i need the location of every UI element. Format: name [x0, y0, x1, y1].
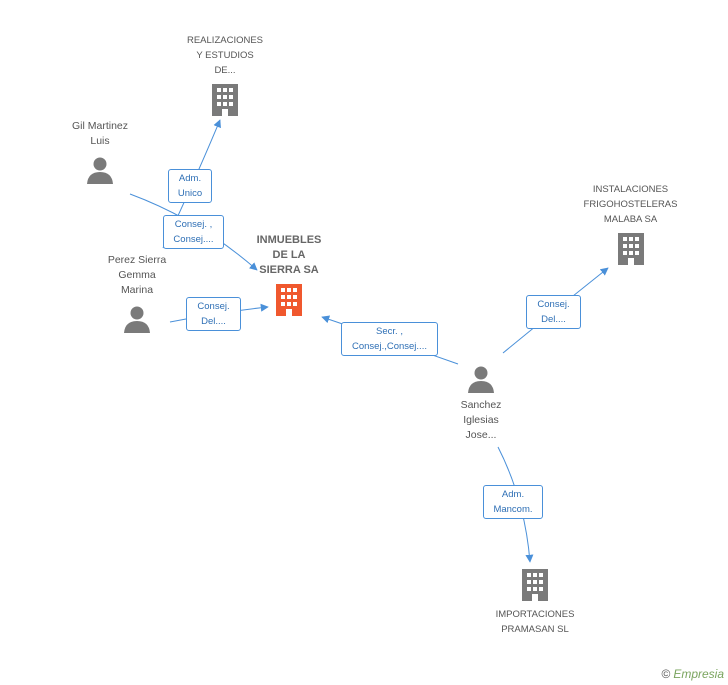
edge-label-line: Del.... [201, 316, 226, 327]
company-node-realizaciones[interactable]: REALIZACIONES Y ESTUDIOS DE... [170, 33, 280, 118]
company-name-line: PRAMASAN SL [501, 624, 569, 635]
empresia-brand: ©Empresia [661, 667, 724, 681]
person-node-sanchez[interactable]: Sanchez Iglesias Jose... [436, 364, 526, 443]
person-icon [468, 366, 494, 393]
company-name-line: FRIGOHOSTELERAS [583, 199, 678, 210]
edge-label-adm-mancom[interactable]: Adm. Mancom. [483, 485, 543, 519]
edge-label-consej-perez[interactable]: Consej. Del.... [186, 297, 241, 331]
edge-label-line: Consej. , [174, 219, 213, 230]
main-company-name-line: DE LA [272, 249, 306, 261]
edge-label-line: Adm. [501, 489, 525, 500]
company-name-line: MALABA SA [603, 214, 658, 225]
person-name-line: Sanchez [460, 399, 502, 411]
person-name-line: Marina [120, 284, 154, 296]
edge-label-line: Unico [177, 188, 203, 199]
person-name-line: Gil Martinez [71, 120, 128, 132]
person-node-perez[interactable]: Perez Sierra Gemma Marina [92, 253, 182, 334]
building-icon [212, 84, 238, 116]
building-icon [617, 233, 644, 265]
edge-label-adm-unico[interactable]: Adm. Unico [168, 169, 212, 203]
person-name-line: Jose... [465, 429, 497, 441]
edge-label-line: Del.... [541, 314, 566, 325]
company-name-line: DE... [214, 65, 236, 76]
company-node-inmuebles-main[interactable]: INMUEBLES DE LA SIERRA SA [243, 233, 335, 318]
edge-label-secr-sanchez[interactable]: Secr. , Consej.,Consej.... [341, 322, 438, 356]
copyright-symbol: © [661, 667, 671, 681]
edge-label-line: Secr. , [376, 326, 403, 337]
company-name-line: REALIZACIONES [186, 35, 264, 46]
edge-label-line: Consej.,Consej.... [352, 341, 427, 352]
person-icon [87, 157, 113, 184]
company-name-line: Y ESTUDIOS [196, 50, 254, 61]
person-node-gil[interactable]: Gil Martinez Luis [55, 119, 145, 185]
company-name-line: INSTALACIONES [592, 184, 669, 195]
person-icon [124, 306, 150, 333]
company-node-importaciones[interactable]: IMPORTACIONES PRAMASAN SL [475, 567, 595, 637]
building-icon [276, 284, 302, 316]
main-company-name-line: SIERRA SA [259, 264, 319, 276]
edge-label-line: Consej. [537, 299, 570, 310]
person-name-line: Luis [90, 135, 110, 147]
edge-label-consej-sanchez[interactable]: Consej. Del.... [526, 295, 581, 329]
company-node-instalaciones[interactable]: INSTALACIONES FRIGOHOSTELERAS MALABA SA [563, 182, 698, 267]
person-name-line: Iglesias [463, 414, 499, 426]
edge-label-line: Adm. [178, 173, 202, 184]
person-name-line: Perez Sierra [107, 254, 167, 266]
main-company-name-line: INMUEBLES [256, 234, 322, 246]
edge-label-line: Consej.... [173, 234, 214, 245]
edge-label-line: Consej. [197, 301, 230, 312]
person-name-line: Gemma [118, 269, 156, 281]
company-name-line: IMPORTACIONES [495, 609, 575, 620]
edge-label-consej-gil[interactable]: Consej. , Consej.... [163, 215, 224, 249]
brand-name: Empresia [673, 667, 724, 681]
building-icon [522, 569, 548, 601]
edge-label-line: Mancom. [493, 504, 533, 515]
